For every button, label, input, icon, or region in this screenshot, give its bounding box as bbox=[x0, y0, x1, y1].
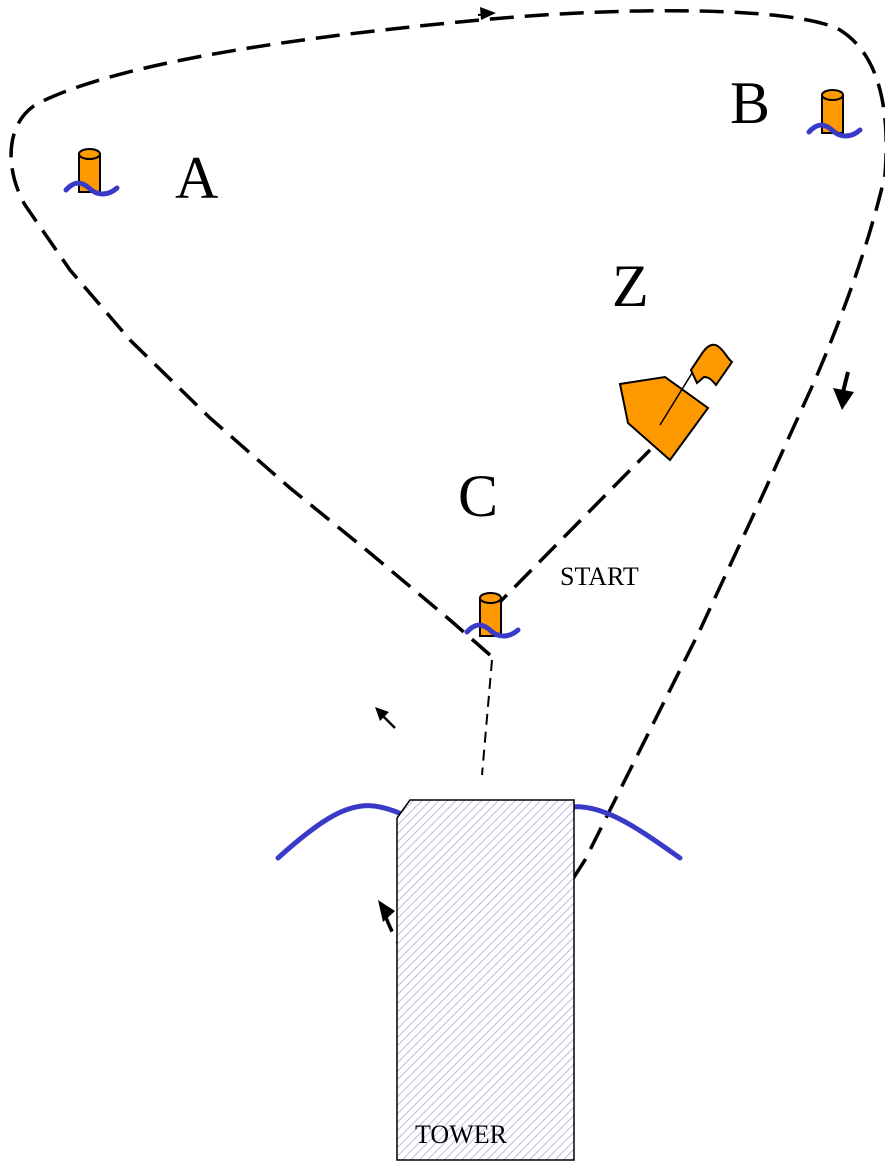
arrow-upturn-icon bbox=[378, 900, 395, 922]
start-label: START bbox=[560, 562, 639, 591]
buoy-c-icon bbox=[464, 592, 521, 639]
buoy-a-icon bbox=[63, 148, 120, 197]
arrow-down-icon bbox=[833, 371, 854, 410]
arrow-right-icon bbox=[477, 7, 496, 20]
tower-label: TOWER bbox=[415, 1120, 508, 1149]
mark-c-label: C bbox=[458, 463, 498, 529]
tower-sight-line bbox=[481, 659, 493, 776]
start-line bbox=[488, 448, 652, 614]
mark-z-label: Z bbox=[612, 253, 649, 319]
flag-icon bbox=[689, 343, 734, 387]
mark-b-label: B bbox=[730, 70, 770, 136]
tower-building bbox=[396, 799, 575, 1161]
buoy-b-icon bbox=[806, 89, 863, 139]
mark-a-label: A bbox=[175, 145, 218, 211]
arrow-upleft-icon bbox=[375, 707, 396, 729]
